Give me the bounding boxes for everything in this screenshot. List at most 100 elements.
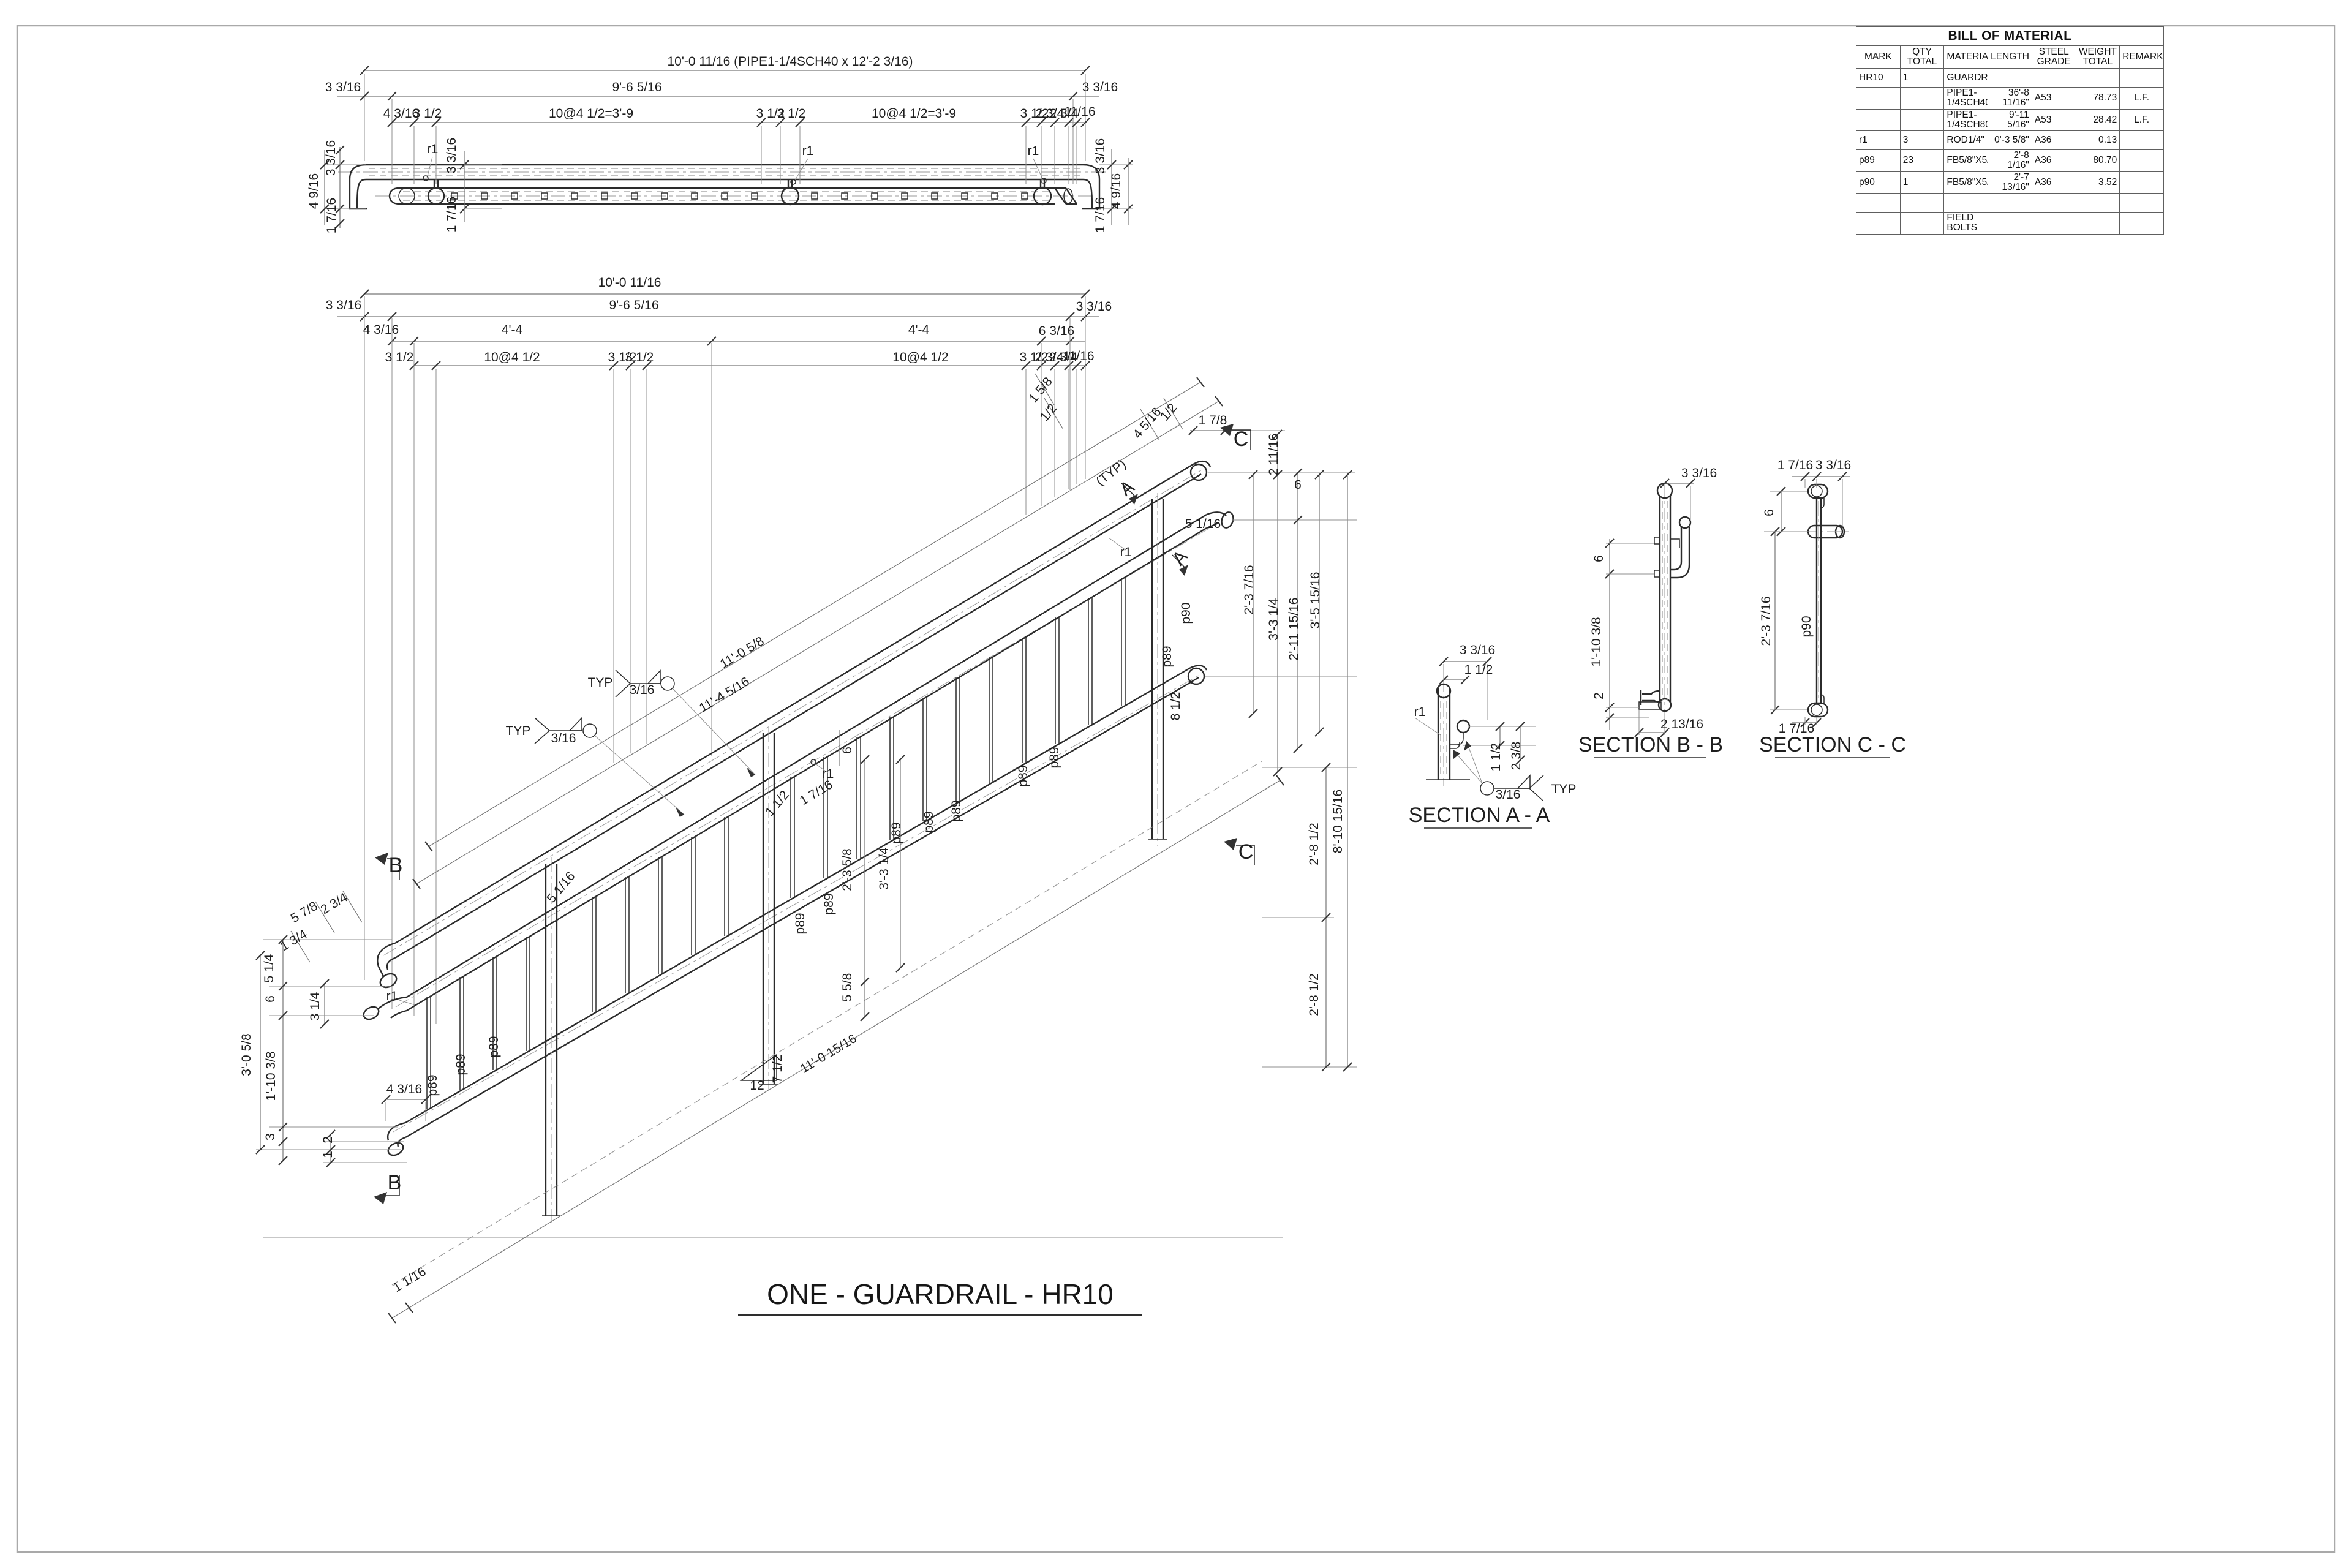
plan-dim: 1 7/16	[1093, 197, 1107, 233]
elevation-dim-lines-diagonal	[255, 373, 1357, 1324]
slope-run: 12	[750, 1079, 764, 1093]
dim: 2'-3 7/16	[1242, 565, 1256, 614]
rail-length-dim: 11'-0 5/8	[718, 634, 767, 671]
annotation-labels: 10'-0 11/16 (PIPE1-1/4SCH40 x 12'-2 3/16…	[239, 55, 1906, 1295]
bom-cell	[2119, 193, 2164, 213]
bom-cell	[1943, 193, 1989, 213]
bom-cell: 1	[1899, 68, 1945, 88]
elev-dim: 4'-4	[502, 323, 523, 337]
bom-cell: GUARDRAIL	[1943, 68, 1989, 88]
section-marker-a: A	[1169, 547, 1192, 570]
plan-dimension-lines	[320, 66, 1133, 228]
rail-length-dim: 11'-0 15/16	[798, 1031, 859, 1076]
drawing-title: ONE - GUARDRAIL - HR10	[738, 1278, 1142, 1316]
bom-cell	[1856, 193, 1901, 213]
secA-dim: 2 3/8	[1509, 742, 1523, 771]
bom-cell: FB5/8"X5/8"	[1943, 149, 1989, 172]
secC-dim: 1 7/16	[1779, 722, 1814, 736]
picket-lines	[426, 578, 1126, 1109]
bom-header-mark: MARK	[1856, 45, 1901, 69]
dim: 5 1/16	[544, 869, 578, 906]
plan-dim: 9'-6 5/16	[612, 80, 662, 94]
bom-cell	[1856, 108, 1901, 132]
plan-dim: 10@4 1/2=3'-9	[549, 107, 633, 121]
weld-symbol	[534, 717, 685, 817]
bom-cell: A53	[2031, 87, 2076, 110]
weld-symbol	[615, 669, 756, 777]
part-label-p89: p89	[889, 822, 903, 843]
section-marker-c: C	[1234, 428, 1249, 451]
plan-dim: 3 1/2	[413, 107, 442, 121]
secB-dim: 3 3/16	[1681, 466, 1717, 480]
elev-dim: 3 1/2	[608, 350, 637, 364]
dim: 1 1/16	[391, 1265, 429, 1295]
bom-cell: 36'-8 11/16"	[1988, 87, 2032, 110]
plan-dim: 11/16	[1065, 105, 1096, 119]
dim: 4 3/16	[386, 1082, 422, 1096]
plan-dim: 1 7/16	[325, 198, 339, 233]
picket-path	[426, 578, 1126, 1109]
bom-cell: 23	[1899, 149, 1945, 172]
part-label-r1: r1	[823, 767, 834, 781]
elev-dim: 11/16	[1063, 349, 1095, 363]
bom-cell	[1988, 68, 2032, 88]
elev-dim: 10@4 1/2	[892, 350, 948, 364]
section-a-title: SECTION A - A	[1409, 804, 1550, 827]
elev-dim: 2 3/4	[1049, 350, 1078, 364]
bom-cell: L.F.	[2119, 108, 2164, 132]
dim: 1/2	[1158, 401, 1180, 423]
part-label-p89: p89	[793, 913, 807, 934]
bom-cell	[2075, 212, 2120, 235]
slope-rise: 7 1/2	[771, 1055, 785, 1084]
dim: 2'-3 5/8	[840, 848, 854, 891]
bom-header-qty: QTY TOTAL	[1899, 45, 1945, 69]
elev-dim: 3 1/2	[385, 350, 414, 364]
section-c-c-linework	[1764, 472, 1890, 758]
plan-dim: 3 3/16	[325, 80, 361, 94]
dim: 3'-3 1/4	[1267, 598, 1281, 641]
elev-dim: 10@4 1/2	[484, 350, 540, 364]
bom-cell	[2031, 193, 2076, 213]
part-label-p89: p89	[1160, 646, 1174, 667]
bom-cell	[1899, 108, 1945, 132]
dim: 1 7/8	[1199, 413, 1227, 428]
bom-cell: FB5/8"X5/8"	[1943, 171, 1989, 194]
secA-dim: 3 3/16	[1460, 643, 1495, 657]
secC-dim: 3 3/16	[1815, 458, 1851, 472]
bom-cell	[2075, 68, 2120, 88]
bom-cell: L.F.	[2119, 87, 2164, 110]
bom-cell	[2119, 149, 2164, 172]
part-label-r1: r1	[386, 989, 398, 1003]
dim: 5 5/8	[840, 973, 854, 1002]
dim: 5 1/16	[1185, 517, 1221, 531]
dim: 2	[321, 1136, 335, 1144]
elevation-dimension-lines	[337, 289, 1099, 1024]
bom-cell	[1899, 212, 1945, 235]
elev-dim: 6 3/16	[1039, 324, 1074, 338]
plan-dim: 2 3/4	[1050, 107, 1079, 121]
bom-cell: 1	[1899, 171, 1945, 194]
bom-cell: A36	[2031, 149, 2076, 172]
part-label-r1: r1	[427, 142, 439, 156]
plan-picket-path	[451, 192, 1028, 200]
bom-cell	[2031, 212, 2076, 235]
dim: 8'-10 15/16	[1331, 790, 1345, 853]
part-label-p89: p89	[822, 893, 836, 914]
bom-cell: 80.70	[2075, 149, 2120, 172]
weld-size: 3/16	[551, 731, 576, 745]
part-label-p89: p89	[922, 811, 936, 832]
plan-dim: 1 7/16	[445, 197, 459, 232]
elev-dim: 9'-6 5/16	[609, 298, 658, 312]
part-label-p89: p89	[949, 800, 963, 821]
plan-dim: 3 3/16	[1082, 80, 1118, 94]
plan-dim: 3 1/2	[756, 107, 785, 121]
dim: 2'-8 1/2	[1307, 823, 1321, 865]
dim: 6	[840, 747, 854, 754]
plan-view-linework	[338, 156, 1107, 210]
plan-dim-overall: 10'-0 11/16 (PIPE1-1/4SCH40 x 12'-2 3/16…	[667, 55, 913, 69]
secB-dim: 2	[1592, 692, 1606, 699]
bom-row: HR101GUARDRAIL	[1856, 68, 2164, 88]
dim: 2 3/4	[318, 890, 350, 917]
